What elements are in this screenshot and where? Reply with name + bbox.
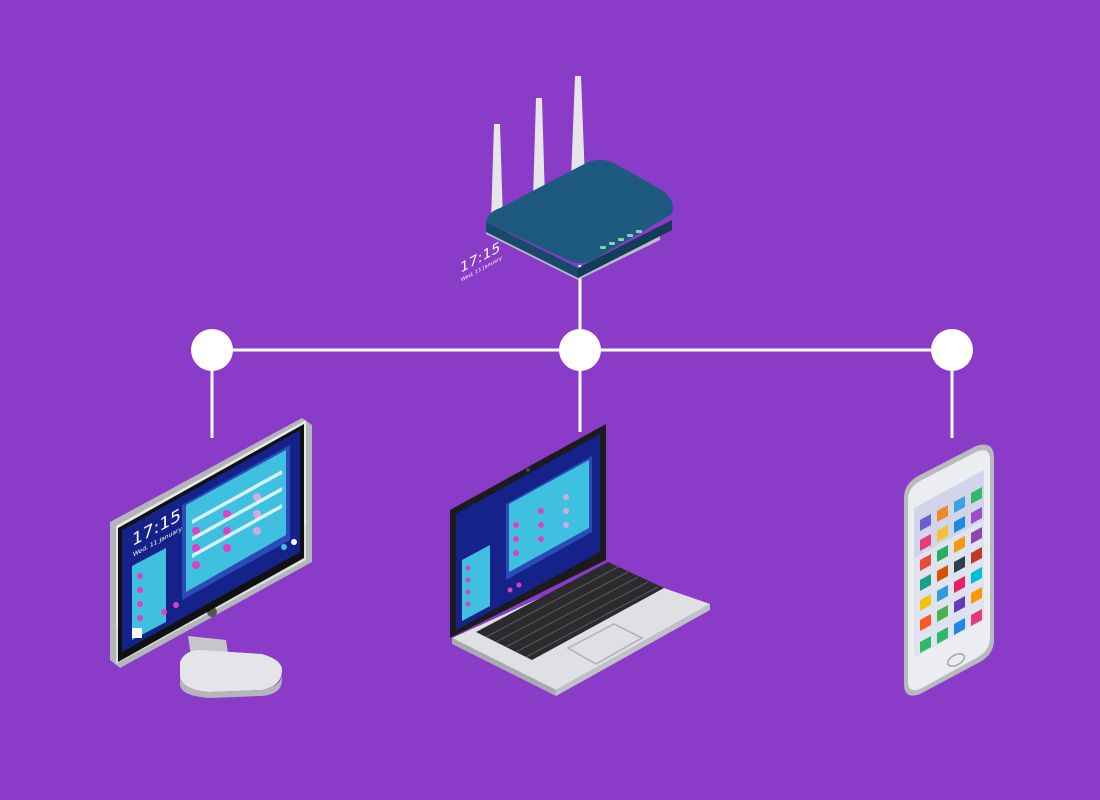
phone-app-icon (937, 605, 948, 622)
phone-app-icon (954, 536, 965, 553)
phone-app-icon (937, 505, 948, 522)
junction-nodes (191, 329, 973, 371)
phone-app-icon (971, 507, 982, 524)
desktop-start-button (132, 628, 142, 638)
laptop-icon: 17:15 Wed, 11 January (450, 238, 710, 696)
desktop-computer-icon: 17:15 Wed, 11 January (110, 418, 312, 698)
laptop-touchpad (566, 623, 644, 665)
phone-app-icon (954, 496, 965, 513)
phone-app-grid (920, 487, 982, 653)
phone-app-icon (971, 567, 982, 584)
phone-app-icon (920, 594, 931, 611)
phone-dock-icon (971, 609, 982, 626)
phone-app-icon (971, 587, 982, 604)
phone-dock-icon (920, 636, 931, 653)
phone-app-icon (954, 576, 965, 593)
junction-left-node (191, 329, 233, 371)
junction-right-node (931, 329, 973, 371)
phone-app-icon (920, 514, 931, 531)
phone-app-icon (920, 534, 931, 551)
phone-home-button (946, 653, 966, 667)
phone-app-icon (954, 596, 965, 613)
phone-app-icon (937, 545, 948, 562)
phone-dock-icon (937, 627, 948, 644)
phone-app-icon (920, 554, 931, 571)
smartphone-icon: 7 (904, 0, 994, 696)
phone-app-icon (937, 585, 948, 602)
phone-app-icon (937, 525, 948, 542)
phone-app-icon (937, 565, 948, 582)
phone-dock-icon (954, 618, 965, 635)
phone-app-icon (971, 547, 982, 564)
laptop-camera (526, 468, 530, 472)
phone-app-icon (920, 574, 931, 591)
wifi-router-icon (486, 76, 673, 280)
phone-app-icon (954, 516, 965, 533)
laptop-keyboard (476, 562, 664, 660)
junction-center-node (559, 329, 601, 371)
router-leds (600, 230, 642, 249)
phone-app-icon (971, 487, 982, 504)
phone-app-icon (954, 556, 965, 573)
phone-app-icon (920, 614, 931, 631)
phone-app-icon (971, 527, 982, 544)
